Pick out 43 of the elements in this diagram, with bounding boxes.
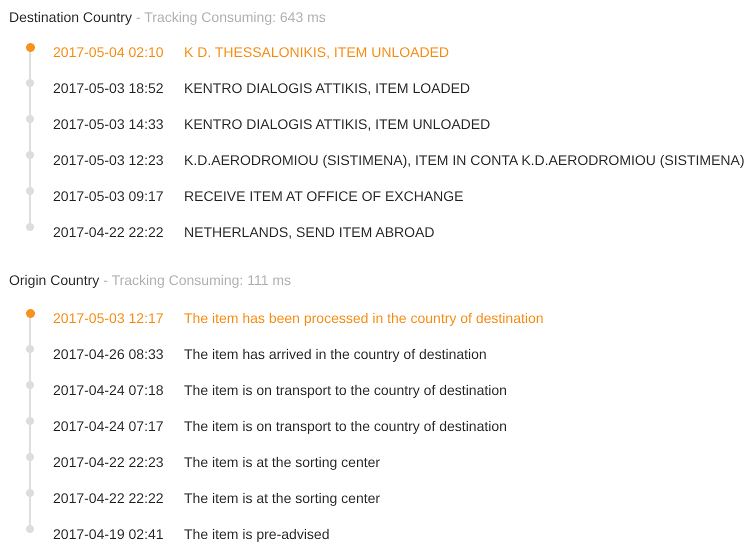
- timestamp: 2017-04-24 07:18: [53, 381, 164, 399]
- timeline-dot-icon: [26, 187, 34, 195]
- timestamp: 2017-04-19 02:41: [53, 525, 164, 543]
- timestamp: 2017-05-04 02:10: [53, 43, 164, 61]
- timeline-dot-icon: [26, 151, 34, 159]
- timestamp: 2017-04-22 22:23: [53, 453, 164, 471]
- event-description: The item is at the sorting center: [184, 453, 380, 471]
- timeline-dot-icon: [26, 453, 34, 461]
- timeline-dot-icon: [26, 223, 34, 231]
- timeline-dot-icon: [26, 345, 34, 353]
- event-description: The item is pre-advised: [184, 525, 330, 543]
- event-description: The item is on transport to the country of destination: [184, 417, 507, 435]
- timeline-dot-icon: [26, 525, 34, 533]
- timeline-dot-icon: [26, 489, 34, 497]
- timestamp: 2017-05-03 12:23: [53, 151, 164, 169]
- timestamp: 2017-04-22 22:22: [53, 223, 164, 241]
- timeline-dot-icon: [26, 115, 34, 123]
- timestamp: 2017-04-22 22:22: [53, 489, 164, 507]
- timestamp: 2017-04-24 07:17: [53, 417, 164, 435]
- event-description: KENTRO DIALOGIS ATTIKIS, ITEM UNLOADED: [184, 115, 490, 133]
- timing-note: - Tracking Consuming: 111 ms: [103, 271, 292, 289]
- event-description: The item is on transport to the country of destination: [184, 381, 507, 399]
- event-description: The item has arrived in the country of destination: [184, 345, 487, 363]
- event-description: The item is at the sorting center: [184, 489, 380, 507]
- timeline-dot-icon: [26, 79, 34, 87]
- timeline-dot-icon: [26, 381, 34, 389]
- timestamp: 2017-05-03 12:17: [53, 309, 164, 327]
- section-heading: Origin Country: [9, 271, 100, 289]
- event-description: RECEIVE ITEM AT OFFICE OF EXCHANGE: [184, 187, 464, 205]
- section-heading: Destination Country: [9, 8, 132, 26]
- timestamp: 2017-05-03 14:33: [53, 115, 164, 133]
- timeline-dot-icon: [26, 417, 34, 425]
- event-description: KENTRO DIALOGIS ATTIKIS, ITEM LOADED: [184, 79, 470, 97]
- timeline-dot-icon: [26, 308, 34, 318]
- event-description: NETHERLANDS, SEND ITEM ABROAD: [184, 223, 434, 241]
- event-description: K.D.AERODROMIOU (SISTIMENA), ITEM IN CONTA K.D.AERODROMIOU (SISTIMENA): [184, 151, 745, 169]
- timing-note: - Tracking Consuming: 643 ms: [136, 8, 326, 26]
- event-description: The item has been processed in the country of destination: [184, 309, 544, 327]
- timestamp: 2017-05-03 09:17: [53, 187, 164, 205]
- timeline-dot-icon: [26, 42, 34, 52]
- timestamp: 2017-04-26 08:33: [53, 345, 164, 363]
- event-description: K D. THESSALONIKIS, ITEM UNLOADED: [184, 43, 450, 61]
- timestamp: 2017-05-03 18:52: [53, 79, 164, 97]
